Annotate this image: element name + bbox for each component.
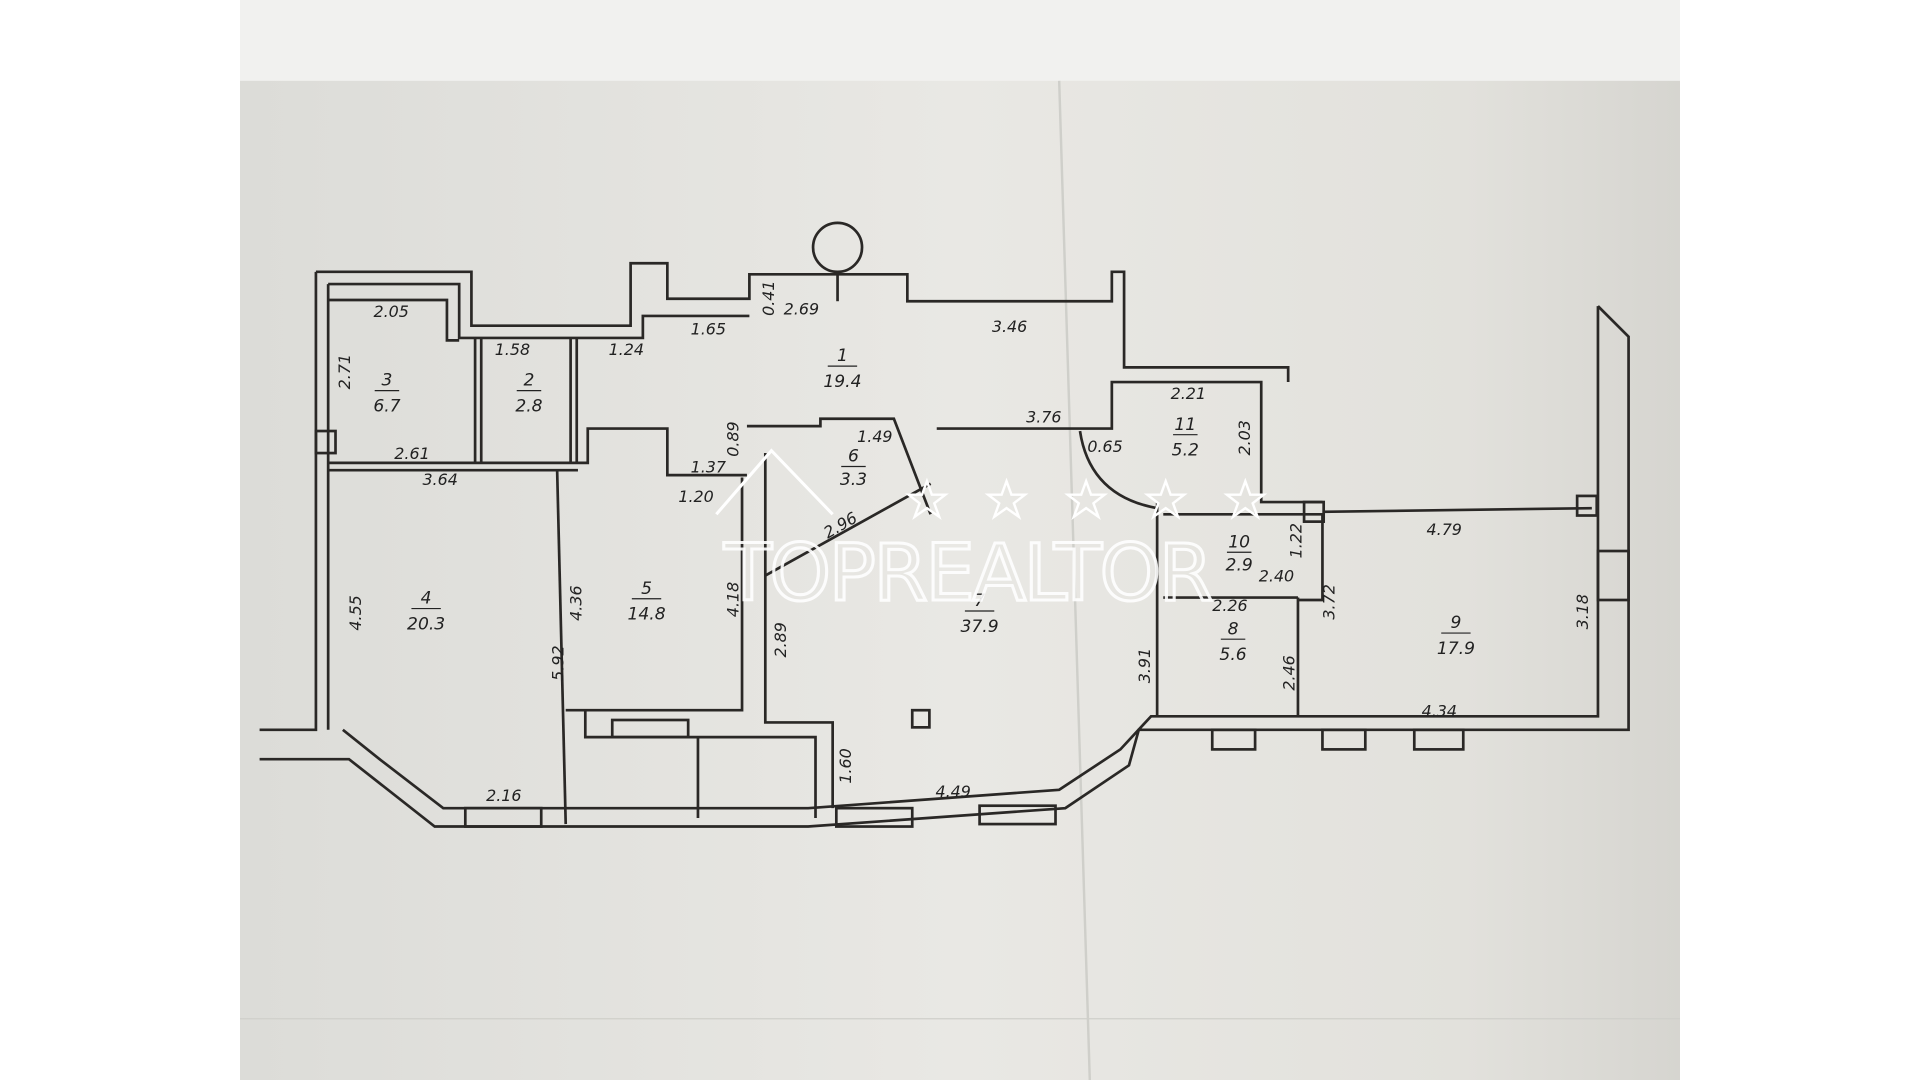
svg-text:7: 7 — [974, 591, 985, 611]
svg-text:5.6: 5.6 — [1219, 645, 1246, 665]
room-9: 917.9 — [1437, 613, 1475, 659]
svg-text:1.49: 1.49 — [857, 427, 892, 446]
svg-text:4.34: 4.34 — [1422, 701, 1457, 720]
svg-text:5: 5 — [641, 579, 652, 599]
dimension-labels: 2.05 1.58 1.24 1.65 0.41 2.69 3.46 2.71 … — [335, 280, 1592, 804]
svg-text:0.65: 0.65 — [1087, 437, 1122, 456]
room-7: 737.9 — [961, 591, 999, 637]
room-6: 63.3 — [840, 447, 867, 490]
room-3: 36.7 — [373, 371, 400, 417]
svg-text:1.20: 1.20 — [678, 487, 713, 506]
svg-text:3.3: 3.3 — [840, 470, 867, 490]
svg-text:3.18: 3.18 — [1573, 594, 1592, 629]
svg-text:1.24: 1.24 — [609, 340, 644, 359]
svg-text:9: 9 — [1450, 613, 1461, 633]
room-4: 420.3 — [407, 589, 445, 635]
svg-text:0.89: 0.89 — [723, 421, 742, 456]
svg-text:8: 8 — [1228, 619, 1239, 639]
svg-text:5.92: 5.92 — [548, 645, 567, 680]
svg-text:2.21: 2.21 — [1171, 384, 1206, 403]
svg-text:1: 1 — [837, 346, 848, 366]
svg-text:4.49: 4.49 — [936, 782, 971, 801]
svg-text:3.72: 3.72 — [1320, 584, 1339, 619]
svg-text:3.64: 3.64 — [422, 470, 457, 489]
svg-text:2.8: 2.8 — [515, 396, 542, 416]
svg-text:TOPREALTOR: TOPREALTOR — [723, 528, 1212, 619]
svg-text:14.8: 14.8 — [627, 605, 665, 625]
svg-text:2: 2 — [524, 371, 535, 391]
svg-text:2.69: 2.69 — [784, 300, 819, 319]
house-roof-icon — [715, 448, 834, 516]
svg-text:3.91: 3.91 — [1135, 648, 1154, 683]
room-labels: 119.4 22.8 36.7 420.3 514.8 63.3 737.9 8… — [373, 346, 1475, 665]
svg-text:10: 10 — [1228, 532, 1250, 552]
svg-text:2.05: 2.05 — [373, 302, 408, 321]
svg-text:1.58: 1.58 — [495, 340, 530, 359]
svg-text:4.36: 4.36 — [567, 585, 586, 620]
svg-text:1.22: 1.22 — [1287, 523, 1306, 558]
svg-text:5.2: 5.2 — [1172, 441, 1199, 461]
svg-text:4.55: 4.55 — [346, 595, 365, 630]
svg-text:17.9: 17.9 — [1437, 639, 1475, 659]
svg-text:3.76: 3.76 — [1026, 407, 1061, 426]
svg-text:2.03: 2.03 — [1235, 420, 1254, 455]
svg-text:20.3: 20.3 — [407, 614, 445, 634]
room-11: 115.2 — [1172, 415, 1199, 461]
svg-text:4: 4 — [421, 589, 432, 609]
room-5: 514.8 — [627, 579, 665, 625]
svg-text:2.89: 2.89 — [771, 622, 790, 657]
svg-text:2.71: 2.71 — [335, 354, 354, 389]
svg-text:2.40: 2.40 — [1259, 567, 1294, 586]
svg-text:1.60: 1.60 — [836, 748, 855, 783]
svg-text:2.9: 2.9 — [1226, 556, 1253, 576]
paper-fold — [240, 0, 1680, 81]
svg-text:1.37: 1.37 — [691, 458, 726, 477]
stars-icon — [905, 477, 1268, 520]
room-1: 119.4 — [823, 346, 861, 392]
svg-text:19.4: 19.4 — [823, 372, 861, 392]
svg-text:6: 6 — [848, 447, 859, 467]
room-10: 102.9 — [1226, 532, 1253, 575]
watermark-logo: TOPREALTOR — [715, 448, 1268, 621]
room-2: 22.8 — [515, 371, 542, 417]
svg-text:4.18: 4.18 — [723, 582, 742, 617]
svg-text:0.41: 0.41 — [759, 280, 778, 315]
svg-text:2.61: 2.61 — [394, 444, 429, 463]
walls — [259, 221, 1630, 828]
svg-text:3.46: 3.46 — [992, 317, 1027, 336]
svg-text:4.79: 4.79 — [1427, 520, 1462, 539]
svg-text:6.7: 6.7 — [373, 396, 400, 416]
room-8: 85.6 — [1219, 619, 1246, 665]
svg-text:2.26: 2.26 — [1212, 596, 1247, 615]
svg-text:2.46: 2.46 — [1279, 655, 1298, 690]
svg-text:2.16: 2.16 — [486, 786, 521, 805]
svg-text:1.65: 1.65 — [691, 319, 726, 338]
svg-text:3: 3 — [381, 371, 392, 391]
svg-text:11: 11 — [1174, 415, 1196, 435]
paper-sheet — [240, 0, 1680, 1080]
svg-text:37.9: 37.9 — [961, 617, 999, 637]
